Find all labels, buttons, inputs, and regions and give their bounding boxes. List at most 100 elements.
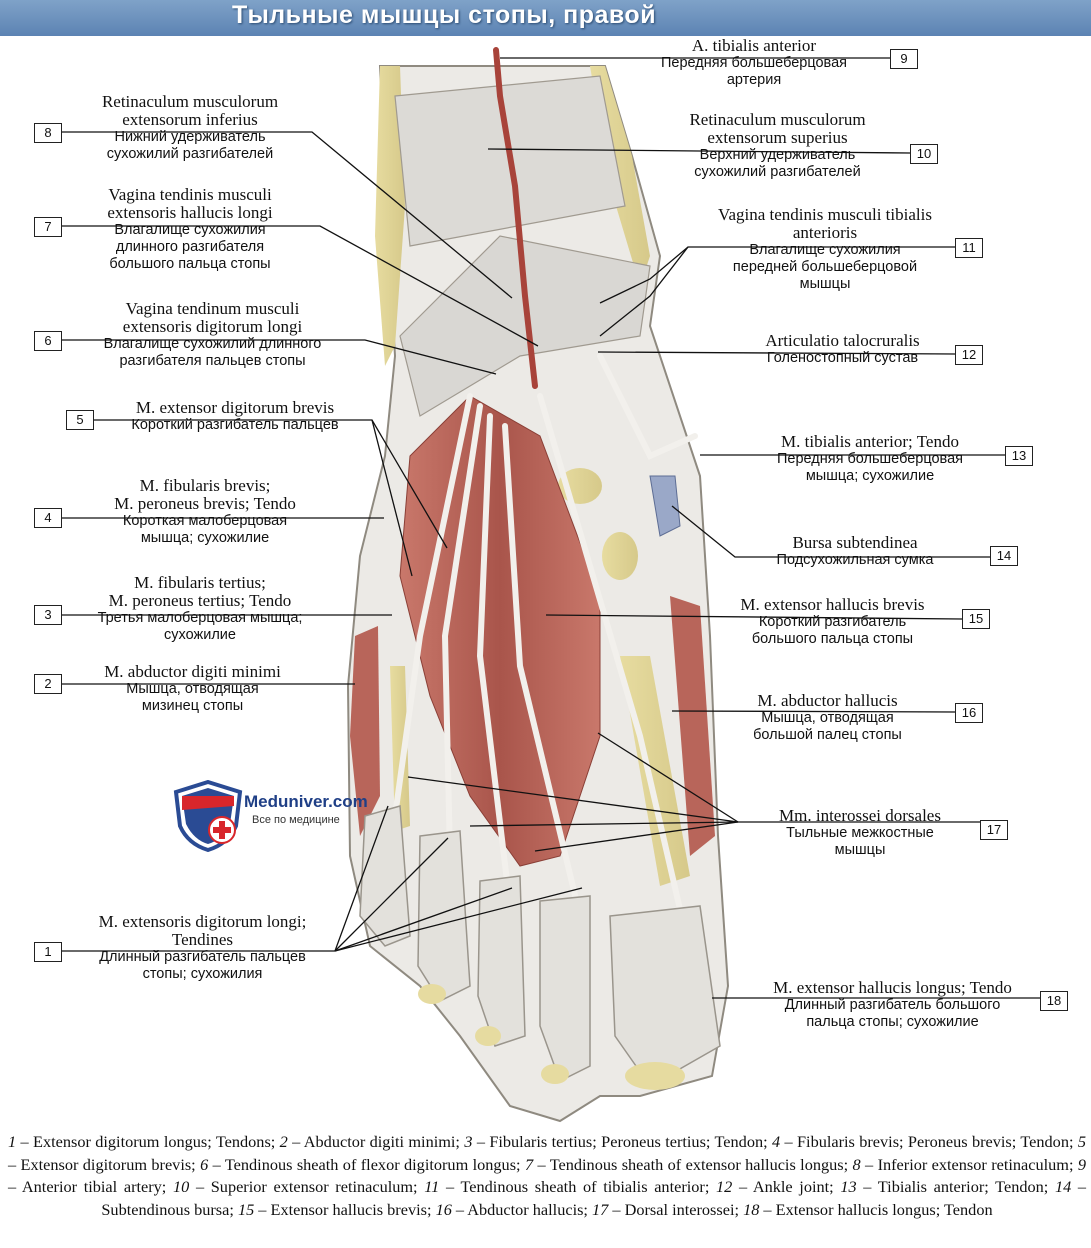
leader-line-12 (597, 351, 956, 355)
toe (539, 895, 591, 1083)
caption-text: – Superior extensor retinaculum; (189, 1177, 425, 1196)
caption-item: 8 – Inferior extensor retinaculum; (853, 1155, 1078, 1174)
caption-text: – Extensor hallucis longus; Tendon (759, 1199, 993, 1219)
caption-item: 18 – Extensor hallucis longus; Tendon (743, 1200, 993, 1219)
leader-line-17d (597, 732, 739, 823)
number-box-10: 10 (910, 144, 938, 164)
leader-line-15 (545, 614, 963, 620)
caption-number: 10 (173, 1177, 190, 1196)
caption-item: 17 – Dorsal interossei; (592, 1200, 743, 1219)
caption-number: 8 (852, 1154, 861, 1174)
caption-item: 14 – Subtendinous bursa; (101, 1177, 1086, 1219)
number-box-18: 18 (1040, 991, 1068, 1011)
tendon-tibialis (597, 353, 698, 460)
label-18: M. extensor hallucis longus; Tendo Длинн… (773, 978, 1012, 1031)
number-box-17: 17 (980, 820, 1008, 840)
label-12: Articulatio talocruralis Голеностопный с… (765, 331, 920, 367)
toe-tip (418, 984, 446, 1004)
number-box-2: 2 (34, 674, 62, 694)
leader-line-7 (62, 225, 539, 347)
label-17: Mm. interossei dorsales Тыльные межкостн… (779, 806, 941, 859)
caption-number: 16 (435, 1199, 452, 1219)
toe-tip (541, 1064, 569, 1084)
caption-number: 1 (8, 1132, 17, 1151)
leader-line-1b (334, 837, 449, 952)
number-box-13: 13 (1005, 446, 1033, 466)
label-2: M. abductor digiti minimi Мышца, отводящ… (104, 662, 281, 715)
leader-line-10 (487, 148, 911, 154)
label-3: M. fibularis tertius;M. peroneus tertius… (97, 573, 303, 644)
caption-item: 3 – Fibularis tertius; Peroneus tertius;… (464, 1132, 772, 1151)
number-box-15: 15 (962, 609, 990, 629)
number-box-9: 9 (890, 49, 918, 69)
toe (417, 830, 471, 1002)
number-box-8: 8 (34, 123, 62, 143)
foot-illustration (62, 47, 1040, 1123)
caption-item: 6 – Tendinous sheath of flexor digitorum… (200, 1155, 525, 1174)
caption-item: 15 – Extensor hallucis brevis; (238, 1200, 436, 1219)
title-bar: Тыльные мышцы стопы, правой (0, 0, 1091, 36)
caption-number: 18 (743, 1199, 760, 1219)
caption-text: – Abductor hallucis; (451, 1199, 593, 1219)
meduniver-logo: Meduniver.com Все по медицине (172, 779, 368, 853)
leader-line-11 (599, 246, 955, 304)
leader-line-8 (62, 131, 513, 299)
tarsal-bone (602, 532, 638, 580)
caption-number: 6 (200, 1154, 209, 1174)
caption-item: 2 – Abductor digiti minimi; (280, 1132, 465, 1151)
caption-text: – Tendinous sheath of tibialis anterior; (439, 1177, 717, 1196)
figure-caption: 1 – Extensor digitorum longus; Tendons; … (8, 1131, 1086, 1221)
caption-text: – Inferior extensor retinaculum; (860, 1154, 1078, 1174)
caption-number: 13 (840, 1177, 857, 1196)
label-13: M. tibialis anterior; Tendo Передняя бол… (776, 432, 964, 485)
caption-number: 17 (592, 1199, 609, 1219)
toe-tip (625, 1062, 685, 1090)
leader-line-6 (62, 339, 497, 375)
caption-number: 3 (464, 1132, 473, 1151)
abductor-hallucis (670, 596, 715, 856)
bursa (649, 475, 681, 537)
leader-line-1d (334, 887, 583, 952)
caption-text: – Tendinous sheath of flexor digitorum l… (208, 1154, 525, 1174)
leader-line-5b (371, 419, 413, 577)
toe (477, 875, 526, 1047)
caption-item: 13 – Tibialis anterior; Tendon; (840, 1177, 1055, 1196)
caption-item: 1 – Extensor digitorum longus; Tendons; (8, 1132, 280, 1151)
number-box-1: 1 (34, 942, 62, 962)
metatarsal (390, 666, 410, 831)
inferior-retinaculum (399, 235, 651, 417)
caption-item: 5 – Extensor digitorum brevis; (8, 1132, 1086, 1174)
number-box-12: 12 (955, 345, 983, 365)
toe (609, 905, 721, 1087)
number-box-5: 5 (66, 410, 94, 430)
caption-number: 7 (524, 1154, 534, 1174)
caption-item: 16 – Abductor hallucis; (436, 1200, 592, 1219)
label-5: M. extensor digitorum brevis Короткий ра… (131, 398, 339, 434)
leader-line-11b (599, 246, 689, 337)
caption-text: – Anterior tibial artery; (8, 1177, 173, 1196)
toe (359, 805, 411, 947)
caption-number: 11 (424, 1177, 440, 1196)
caption-item: 11 – Tendinous sheath of tibialis anteri… (424, 1177, 716, 1196)
caption-text: – Extensor digitorum brevis; (8, 1154, 201, 1174)
number-box-7: 7 (34, 217, 62, 237)
label-4: M. fibularis brevis;M. peroneus brevis; … (114, 476, 296, 547)
abductor-digiti-minimi (350, 626, 380, 836)
caption-text: – Ankle joint; (732, 1177, 841, 1196)
label-9: A. tibialis anterior Передняя большеберц… (660, 36, 848, 89)
caption-text: – Tibialis anterior; Tendon; (856, 1177, 1055, 1196)
caption-text: – Fibularis tertius; Peroneus tertius; T… (472, 1132, 772, 1151)
leader-line-14 (671, 505, 990, 558)
caption-text: – Abductor digiti minimi; (287, 1132, 465, 1151)
caption-number: 15 (237, 1199, 255, 1219)
leader-line-17b (469, 821, 739, 827)
toe-tip (475, 1026, 501, 1046)
artery (493, 47, 538, 389)
caption-item: 9 – Anterior tibial artery; (8, 1155, 1086, 1197)
tendon (502, 423, 583, 919)
